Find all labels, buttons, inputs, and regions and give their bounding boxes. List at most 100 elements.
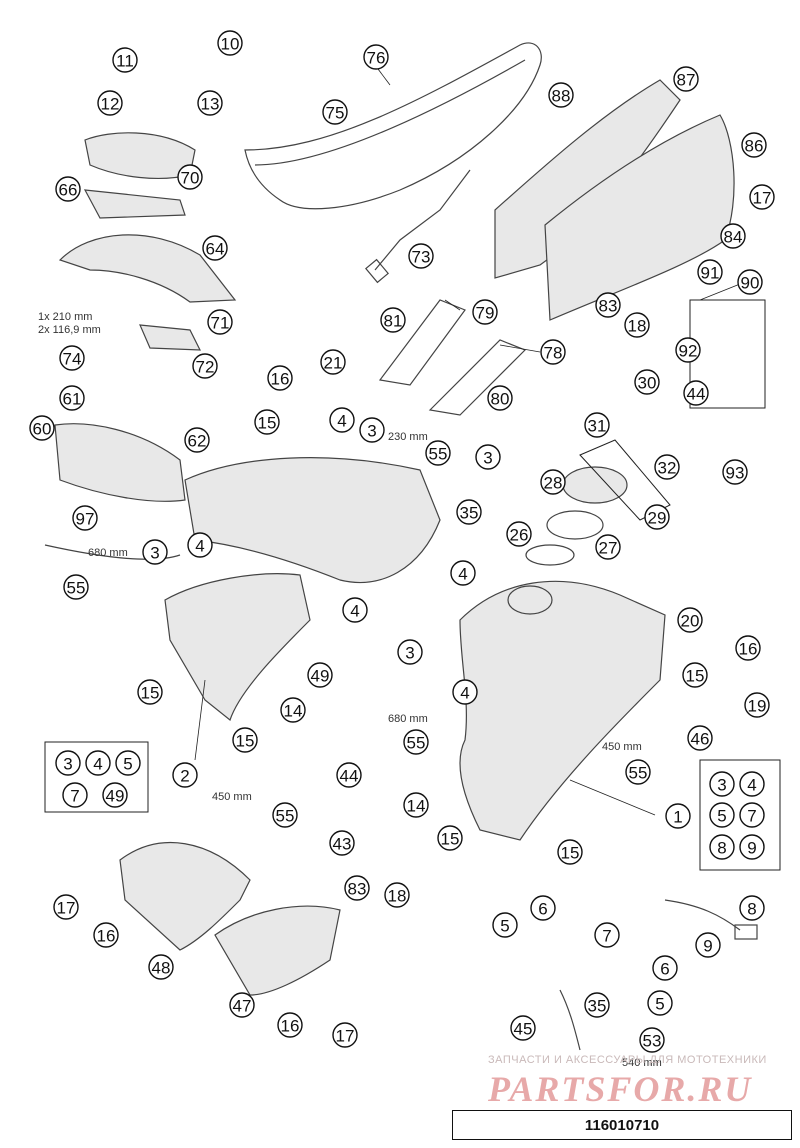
callout-circle (384, 882, 410, 908)
callout-circle (625, 759, 651, 785)
callout-circle (639, 1027, 665, 1053)
callout-circle (115, 750, 141, 776)
callout-72: 72 (192, 353, 218, 379)
callout-number: 8 (747, 900, 756, 919)
callout-number: 76 (367, 49, 386, 68)
callout-number: 18 (628, 317, 647, 336)
callout-number: 62 (188, 432, 207, 451)
rear-fender (58, 234, 237, 303)
callout-3-2: 3 (709, 771, 735, 797)
callout-number: 1 (673, 808, 682, 827)
callout-97: 97 (72, 505, 98, 531)
callout-number: 8 (717, 839, 726, 858)
callout-2: 2 (172, 762, 198, 788)
fuel-hose (44, 544, 581, 1051)
note-hose-680-b: 680 mm (388, 713, 428, 725)
callout-number: 10 (221, 35, 240, 54)
callout-80: 80 (487, 385, 513, 411)
callout-75: 75 (322, 99, 348, 125)
rear-mudguard-insert (83, 189, 186, 219)
callout-number: 48 (152, 959, 171, 978)
callout-15-2: 15 (137, 679, 163, 705)
callout-4-7: 4 (452, 679, 478, 705)
callout-circle (59, 385, 85, 411)
callout-27: 27 (595, 534, 621, 560)
callout-35-2: 35 (584, 992, 610, 1018)
callout-15-5: 15 (437, 825, 463, 851)
callout-circle (697, 259, 723, 285)
callout-8-2: 8 (739, 895, 765, 921)
callout-circle (644, 504, 670, 530)
callout-circle (673, 66, 699, 92)
callout-circle (55, 176, 81, 202)
callout-1: 1 (665, 803, 691, 829)
callout-number: 15 (441, 830, 460, 849)
callout-circle (187, 532, 213, 558)
callout-4-5: 4 (450, 560, 476, 586)
callout-number: 32 (658, 459, 677, 478)
callout-number: 66 (59, 181, 78, 200)
callout-15-3: 15 (682, 662, 708, 688)
callout-46: 46 (687, 725, 713, 751)
callout-31: 31 (584, 412, 610, 438)
callout-10: 10 (217, 30, 243, 56)
callout-circle (344, 875, 370, 901)
callout-circle (472, 299, 498, 325)
callout-circle (437, 825, 463, 851)
callout-number: 15 (236, 732, 255, 751)
callout-number: 11 (116, 52, 134, 71)
callout-20: 20 (677, 607, 703, 633)
callout-3-4: 3 (475, 444, 501, 470)
seat (244, 42, 542, 210)
callout-16-2: 16 (735, 635, 761, 661)
callout-circle (322, 99, 348, 125)
callout-88: 88 (548, 82, 574, 108)
note-hose-680-a: 680 mm (88, 547, 128, 559)
callout-90: 90 (737, 269, 763, 295)
callout-circle (665, 803, 691, 829)
callout-number: 3 (405, 644, 414, 663)
callout-47: 47 (229, 992, 255, 1018)
callout-circle (720, 223, 746, 249)
callout-number: 5 (123, 755, 132, 774)
callout-circle (307, 662, 333, 688)
callout-number: 80 (491, 390, 510, 409)
spoiler-right (214, 905, 341, 996)
callout-circle (634, 369, 660, 395)
callout-number: 55 (67, 579, 86, 598)
callout-7-3: 7 (594, 922, 620, 948)
callout-number: 2 (180, 767, 189, 786)
callout-number: 29 (648, 509, 667, 528)
callout-circle (722, 459, 748, 485)
reference-box-1 (699, 759, 781, 871)
callout-circle (192, 353, 218, 379)
callout-circle (72, 505, 98, 531)
air-filter-cover-right (428, 339, 527, 416)
callout-number: 47 (233, 997, 252, 1016)
callout-number: 83 (348, 880, 367, 899)
callout-circle (184, 427, 210, 453)
callout-55-5: 55 (272, 802, 298, 828)
callout-4-2: 4 (739, 771, 765, 797)
callout-circle (380, 307, 406, 333)
callout-number: 90 (741, 274, 760, 293)
callout-number: 64 (206, 240, 225, 259)
callout-number: 6 (538, 900, 547, 919)
callout-number: 93 (726, 464, 745, 483)
callout-number: 15 (258, 414, 277, 433)
callout-circle (584, 992, 610, 1018)
callout-number: 4 (195, 537, 204, 556)
callout-circle (557, 839, 583, 865)
callout-16-4: 16 (277, 1012, 303, 1038)
callout-circle (741, 132, 767, 158)
callout-11: 11 (112, 47, 138, 73)
callout-number: 3 (367, 422, 376, 441)
callout-4-4: 4 (187, 532, 213, 558)
note-hose-450-a: 450 mm (602, 741, 642, 753)
callout-number: 45 (514, 1020, 533, 1039)
callout-18: 18 (624, 312, 650, 338)
callout-5-4: 5 (647, 990, 673, 1016)
callout-number: 86 (745, 137, 764, 156)
callout-circle (744, 692, 770, 718)
